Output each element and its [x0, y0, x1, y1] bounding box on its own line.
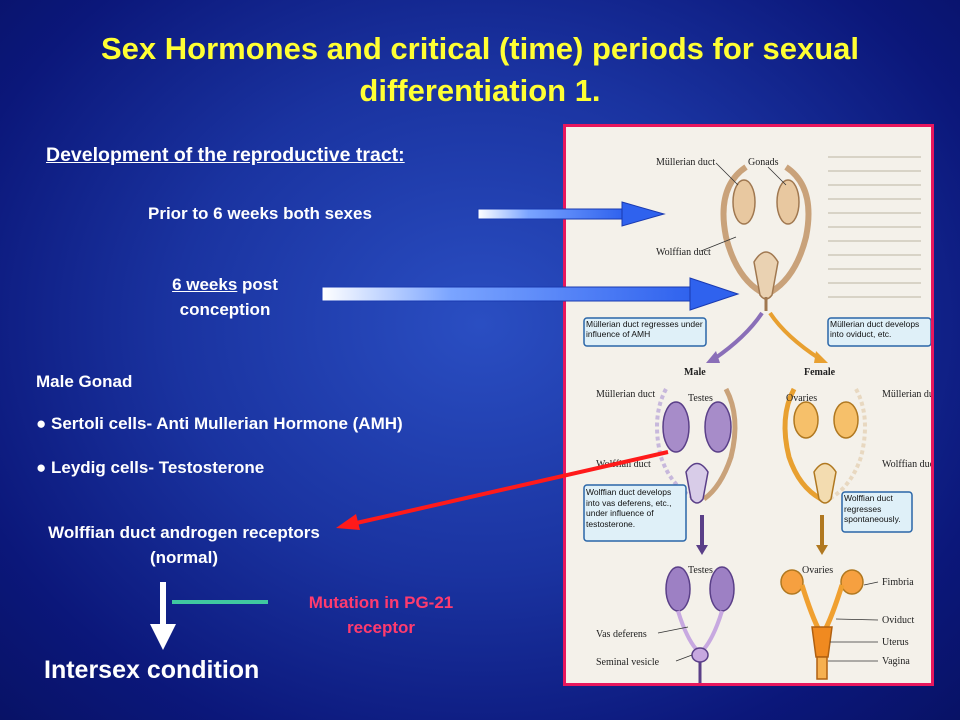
fig-label-ovaries-final: Ovaries	[802, 565, 833, 576]
box-wolffian-regresses: Wolffian duct regresses spontaneously.	[844, 493, 901, 524]
six-weeks-arrow	[321, 277, 740, 311]
red-arrow	[336, 450, 669, 530]
female-branch-arrow	[768, 311, 822, 361]
sertoli-text: Sertoli cells- Anti Mullerian Hormone (A…	[46, 414, 403, 433]
fig-label-wolffian-top: Wolffian duct	[656, 247, 711, 258]
six-weeks-rest: post conception	[179, 275, 278, 319]
wolffian-receptors-text: Wolffian duct androgen receptors (normal…	[48, 523, 320, 567]
white-down-arrow	[150, 582, 176, 650]
leydig-text: Leydig cells- Testosterone	[46, 458, 265, 477]
six-weeks-text: 6 weeks post conception	[150, 272, 300, 322]
fig-label-testes-final: Testes	[688, 565, 713, 576]
male-branch-arrow	[712, 311, 764, 361]
bullet-icon: ●	[36, 458, 47, 477]
intersex-condition-text: Intersex condition	[44, 656, 260, 684]
indifferent-stage-drawing	[720, 164, 812, 311]
prior-arrow	[477, 201, 666, 227]
box-amh: Müllerian duct regresses under influence…	[586, 319, 703, 339]
reproductive-tract-figure: Müllerian duct Gonads Wolffian duct Male…	[563, 124, 934, 686]
fig-label-female: Female	[804, 367, 836, 378]
fig-label-mullerian-top: Müllerian duct	[656, 157, 715, 168]
fig-label-mullerian-female: Müllerian duct	[882, 389, 931, 400]
fig-label-vas-deferens: Vas deferens	[596, 629, 647, 640]
fig-label-wolffian-male: Wolffian duct	[596, 459, 651, 470]
male-gonad-heading: Male Gonad	[36, 372, 133, 391]
fig-label-mullerian-male: Müllerian duct	[596, 389, 655, 400]
box-female-develops: Müllerian duct develops into oviduct, et…	[830, 319, 920, 339]
slide-title: Sex Hormones and critical (time) periods…	[100, 31, 859, 108]
fig-label-uterus: Uterus	[882, 637, 909, 648]
fig-label-ovaries-mid: Ovaries	[786, 393, 817, 404]
fig-label-wolffian-female: Wolffian duct	[882, 459, 931, 470]
fig-label-seminal-vesicle: Seminal vesicle	[596, 657, 660, 668]
female-final-drawing	[780, 569, 864, 680]
fig-label-vagina: Vagina	[882, 656, 910, 667]
prior-six-weeks-text: Prior to 6 weeks both sexes	[148, 204, 372, 223]
mutation-text: Mutation in PG-21 receptor	[308, 593, 454, 637]
fig-label-gonads: Gonads	[748, 157, 779, 168]
bullet-leydig: ● Leydig cells- Testosterone	[36, 458, 264, 478]
fig-label-male: Male	[684, 367, 706, 378]
bullet-icon: ●	[36, 414, 47, 433]
section-subtitle: Development of the reproductive tract:	[46, 144, 405, 166]
male-mid-drawing	[655, 387, 738, 504]
six-weeks-underlined: 6 weeks	[172, 275, 238, 294]
fig-label-oviduct: Oviduct	[882, 615, 914, 626]
fig-label-testes-mid: Testes	[688, 393, 713, 404]
figure-drawing: Müllerian duct Gonads Wolffian duct Male…	[583, 156, 931, 683]
bullet-sertoli: ● Sertoli cells- Anti Mullerian Hormone …	[36, 414, 403, 434]
fig-label-fimbria: Fimbria	[882, 577, 914, 588]
male-final-drawing	[665, 566, 735, 683]
female-mid-drawing	[782, 387, 867, 504]
box-wolffian-develops: Wolffian duct develops into vas deferens…	[586, 487, 672, 529]
